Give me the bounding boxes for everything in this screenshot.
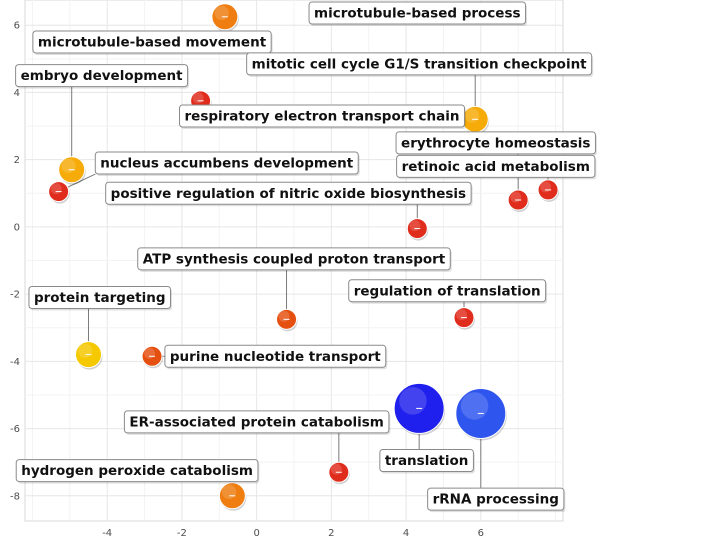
term-bubble: [218, 482, 247, 511]
term-label-box: [427, 487, 565, 511]
term-label: ATP synthesis coupled proton transport: [137, 247, 452, 272]
y-tick-label: -2: [10, 290, 20, 301]
term-bubble: [141, 345, 164, 369]
term-label-box: [379, 448, 474, 472]
term-label-box: [123, 410, 390, 434]
term-bubble: [461, 105, 490, 135]
term-label: hydrogen peroxide catabolism: [15, 459, 260, 484]
term-label-text: translation: [385, 453, 469, 469]
term-label-text: ATP synthesis coupled proton transport: [143, 251, 446, 267]
term-label-box: [28, 285, 171, 309]
term-label-box: [164, 344, 387, 368]
term-bubble: [455, 387, 507, 441]
term-bubble: [453, 307, 475, 330]
term-label-text: retinoic acid metabolism: [402, 159, 590, 175]
term-label: microtubule-based movement: [32, 30, 273, 56]
term-bubble: [48, 181, 70, 204]
term-label: ER-associated protein catabolism: [123, 410, 391, 435]
x-tick-label: -2: [177, 528, 187, 539]
term-label: microtubule-based process: [308, 1, 528, 26]
term-label: retinoic acid metabolism: [396, 154, 597, 180]
term-label-text: regulation of translation: [354, 283, 541, 299]
term-bubble: [328, 461, 350, 485]
y-tick-label: 2: [14, 155, 20, 166]
y-tick-label: -6: [10, 424, 20, 435]
x-tick-label: -4: [102, 528, 112, 539]
term-label-box: [348, 279, 547, 303]
term-label-box: [137, 247, 451, 271]
term-label: purine nucleotide transport: [164, 344, 388, 370]
term-label-box: [396, 154, 596, 178]
term-label-text: microtubule-based process: [314, 6, 521, 22]
term-label-text: erythrocyte homeostasis: [401, 135, 590, 151]
y-tick-label: -8: [10, 491, 20, 502]
term-label-box: [94, 151, 359, 175]
term-label-text: embryo development: [21, 68, 183, 84]
term-label-text: purine nucleotide transport: [170, 349, 381, 365]
term-label-text: hydrogen peroxide catabolism: [21, 463, 253, 479]
term-label: regulation of translation: [348, 279, 548, 304]
term-label: rRNA processing: [427, 487, 566, 513]
term-bubble: [75, 341, 103, 370]
term-label-box: [308, 1, 527, 25]
term-bubble: [406, 218, 429, 241]
term-label-box: [246, 52, 593, 76]
y-tick-label: 4: [14, 88, 20, 99]
term-label-text: nucleus accumbens development: [100, 156, 353, 172]
x-tick-label: 4: [403, 528, 409, 539]
term-label: embryo development: [15, 64, 190, 89]
y-tick-label: 6: [14, 21, 20, 32]
term-label-box: [15, 459, 259, 483]
term-bubble: [276, 308, 298, 332]
term-label: erythrocyte homeostasis: [395, 131, 597, 156]
term-label: mitotic cell cycle G1/S transition check…: [246, 52, 594, 77]
x-tick-label: 0: [253, 528, 259, 539]
term-label-text: microtubule-based movement: [38, 35, 267, 51]
x-tick-label: 6: [478, 528, 484, 539]
term-label-box: [15, 64, 189, 88]
term-label: positive regulation of nitric oxide bios…: [105, 181, 473, 207]
term-label-text: rRNA processing: [433, 492, 559, 508]
y-tick-label: -4: [10, 357, 20, 368]
term-bubble: [58, 156, 86, 185]
term-label: translation: [379, 448, 475, 474]
term-label-text: ER-associated protein catabolism: [129, 414, 384, 430]
term-label: protein targeting: [28, 285, 172, 311]
term-label-box: [179, 104, 466, 128]
y-tick-label: 0: [14, 222, 20, 233]
term-label: respiratory electron transport chain: [179, 104, 467, 129]
term-label-box: [32, 30, 272, 54]
term-label-text: positive regulation of nitric oxide bios…: [111, 186, 466, 202]
term-label-text: respiratory electron transport chain: [185, 108, 460, 124]
term-label-box: [105, 181, 472, 205]
term-bubble: [507, 189, 530, 212]
x-tick-label: 2: [328, 528, 334, 539]
term-bubble: [393, 382, 446, 436]
term-label-text: mitotic cell cycle G1/S transition check…: [252, 56, 588, 72]
term-label: nucleus accumbens development: [94, 151, 360, 177]
term-label-text: protein targeting: [34, 290, 166, 306]
term-bubble: [537, 179, 560, 202]
term-label-box: [395, 131, 596, 155]
term-bubble: [211, 3, 239, 32]
